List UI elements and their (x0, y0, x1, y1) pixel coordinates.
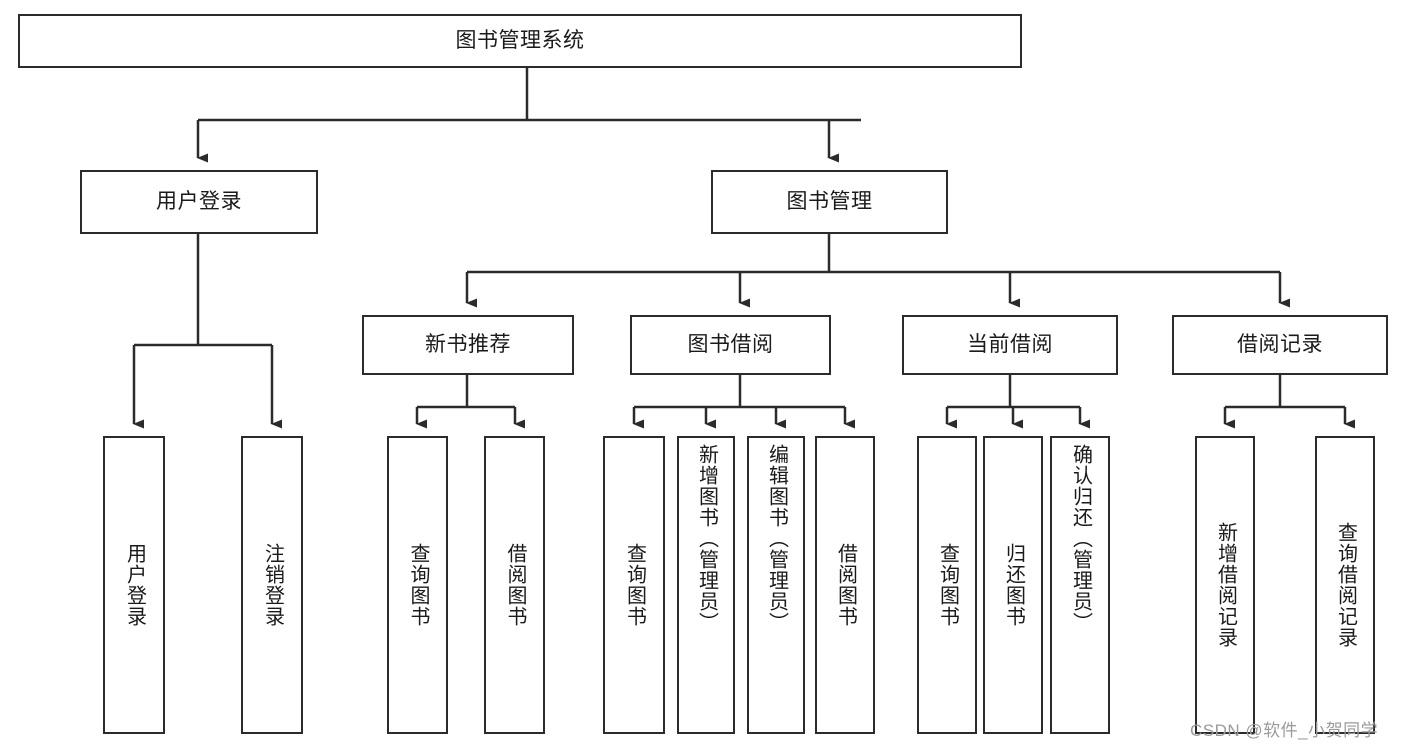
node-book-manage-label: 图书管理 (786, 190, 873, 214)
node-leaf-recommend-query-book-label: 查询图书 (407, 543, 429, 627)
node-borrow-record-label: 借阅记录 (1237, 333, 1323, 357)
node-leaf-user-logout[interactable]: 注销登录 (241, 436, 303, 734)
node-current-borrow-label: 当前借阅 (967, 333, 1053, 357)
node-leaf-current-query-book[interactable]: 查询图书 (917, 436, 977, 734)
node-book-borrow-label: 图书借阅 (687, 333, 774, 357)
node-leaf-borrow-add-book[interactable]: 新增图书（管理员） (677, 436, 735, 734)
node-leaf-recommend-query-book[interactable]: 查询图书 (387, 436, 448, 734)
node-leaf-borrow-edit-book[interactable]: 编辑图书（管理员） (747, 436, 805, 734)
node-root[interactable]: 图书管理系统 (18, 14, 1022, 68)
node-leaf-user-logout-label: 注销登录 (261, 543, 284, 627)
node-book-manage[interactable]: 图书管理 (711, 170, 948, 234)
node-leaf-current-return-book[interactable]: 归还图书 (983, 436, 1043, 734)
node-leaf-recommend-borrow-book[interactable]: 借阅图书 (484, 436, 545, 734)
node-leaf-record-query-label: 查询借阅记录 (1334, 522, 1357, 648)
node-leaf-current-confirm-return[interactable]: 确认归还（管理员） (1050, 436, 1110, 734)
node-user-login[interactable]: 用户登录 (80, 170, 318, 234)
watermark: CSDN @软件_小贺同学 (1190, 721, 1379, 740)
node-leaf-current-query-book-label: 查询图书 (936, 543, 959, 627)
node-user-login-label: 用户登录 (156, 190, 242, 214)
node-leaf-current-return-book-label: 归还图书 (1002, 543, 1025, 627)
node-leaf-recommend-borrow-book-label: 借阅图书 (504, 543, 526, 627)
node-new-book-recommend[interactable]: 新书推荐 (362, 315, 574, 375)
node-leaf-record-add-label: 新增借阅记录 (1214, 522, 1237, 648)
node-leaf-record-query[interactable]: 查询借阅记录 (1315, 436, 1375, 734)
node-root-label: 图书管理系统 (455, 29, 585, 53)
node-current-borrow[interactable]: 当前借阅 (902, 315, 1118, 375)
node-leaf-borrow-query-book[interactable]: 查询图书 (603, 436, 665, 734)
node-borrow-record[interactable]: 借阅记录 (1172, 315, 1388, 375)
node-leaf-borrow-query-book-label: 查询图书 (623, 543, 646, 627)
node-leaf-borrow-add-book-label: 新增图书（管理员） (695, 444, 718, 633)
node-new-book-recommend-label: 新书推荐 (425, 333, 511, 357)
node-leaf-borrow-borrow-book-label: 借阅图书 (834, 543, 857, 627)
node-leaf-user-login[interactable]: 用户登录 (103, 436, 165, 734)
node-leaf-record-add[interactable]: 新增借阅记录 (1195, 436, 1255, 734)
node-leaf-borrow-edit-book-label: 编辑图书（管理员） (765, 444, 788, 633)
node-leaf-borrow-borrow-book[interactable]: 借阅图书 (815, 436, 875, 734)
node-leaf-current-confirm-return-label: 确认归还（管理员） (1069, 444, 1092, 633)
node-book-borrow[interactable]: 图书借阅 (630, 315, 831, 375)
node-leaf-user-login-label: 用户登录 (123, 543, 146, 627)
